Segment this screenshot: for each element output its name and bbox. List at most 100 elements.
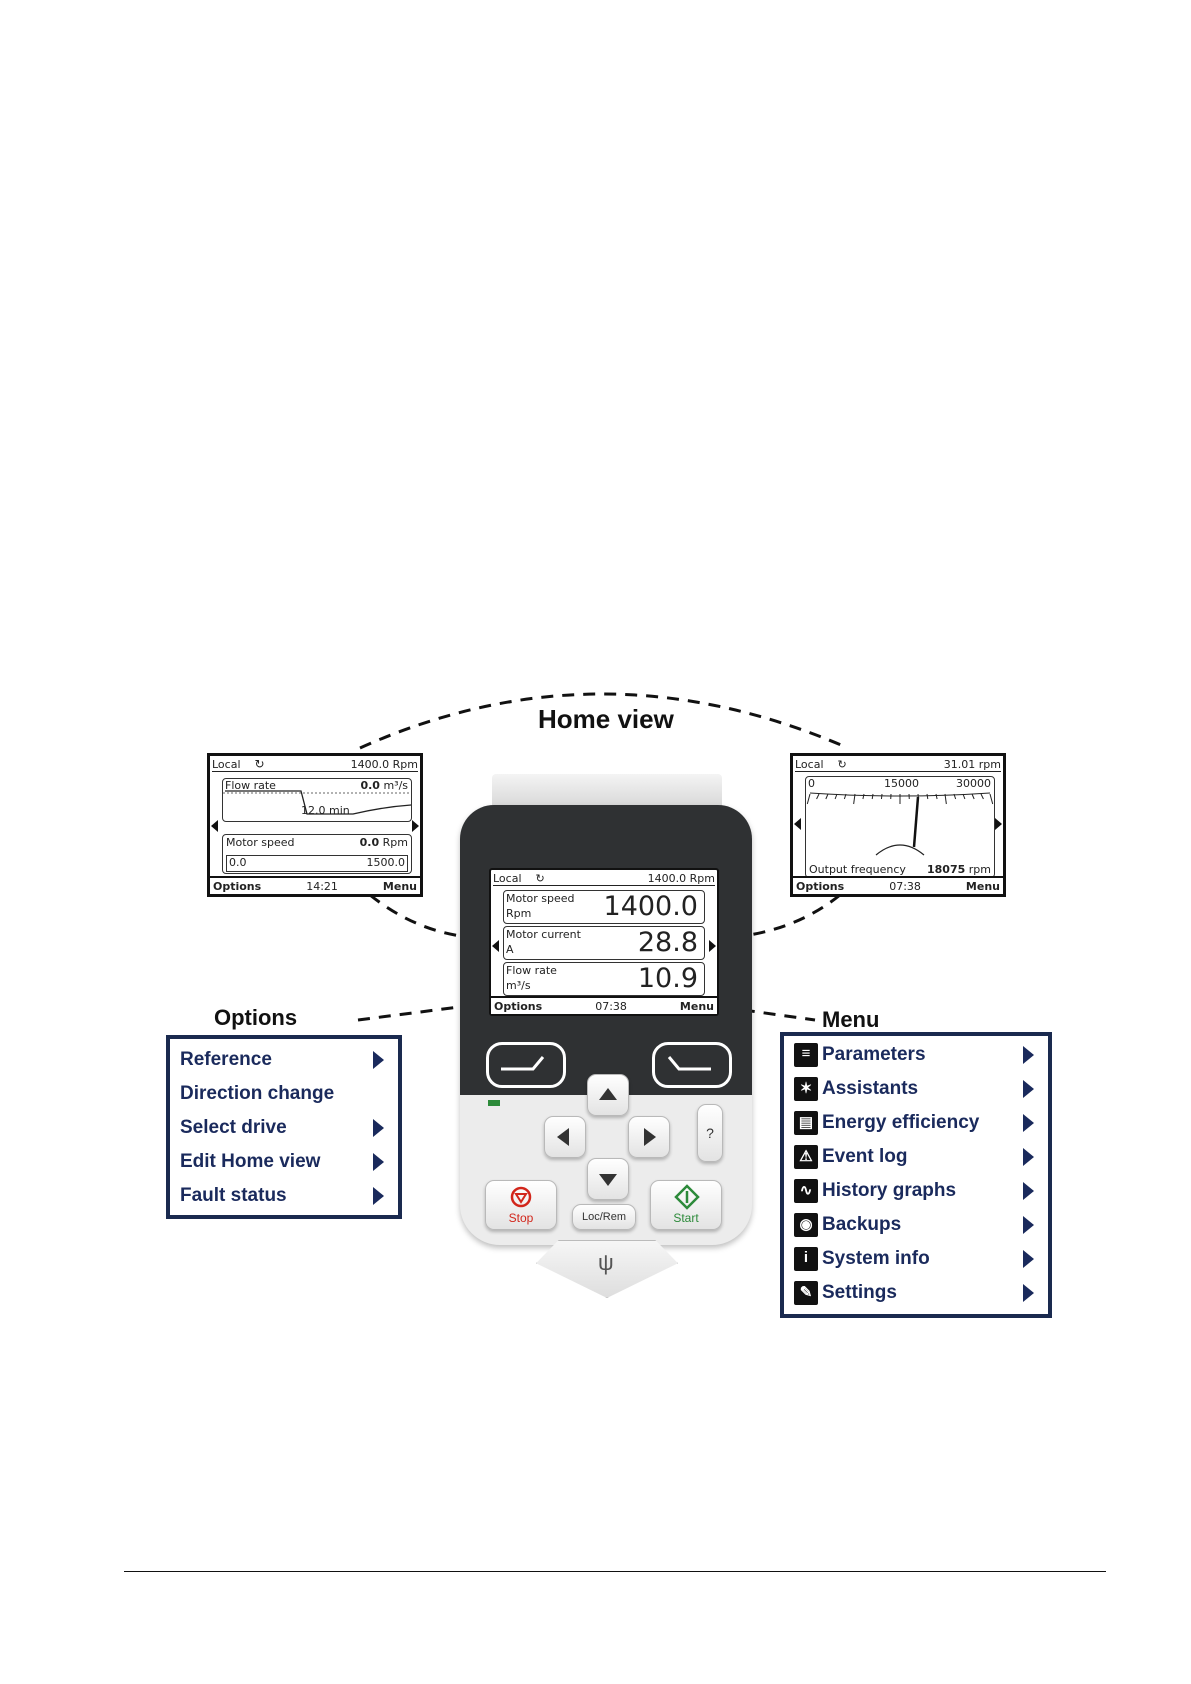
clock: 14:21 — [306, 879, 338, 893]
softkey-options[interactable]: Options — [213, 879, 262, 893]
scroll-right-icon[interactable] — [412, 820, 419, 832]
gauge-needle — [912, 796, 920, 848]
stop-label: Stop — [508, 1211, 534, 1225]
arrow-down-icon — [599, 1174, 617, 1186]
menu-item[interactable]: ▤Energy efficiency — [794, 1108, 1038, 1138]
right-arrow-button[interactable] — [628, 1116, 670, 1158]
menu-item[interactable]: ⚠Event log — [794, 1142, 1038, 1172]
home-view-screen-left: Local ↻ 1400.0 Rpm Flow rate 0.0 m³/s 12… — [207, 753, 423, 897]
tile-name: Motor speed — [506, 892, 575, 905]
trend-unit: m³/s — [383, 779, 408, 792]
options-item-label: Fault status — [180, 1185, 287, 1206]
rotation-icon: ↻ — [837, 757, 847, 771]
softkey-bar: Options 07:38 Menu — [491, 996, 717, 1014]
submenu-arrow-icon — [1023, 1182, 1034, 1200]
trend-readout: 0.0 m³/s — [360, 779, 408, 792]
mode-label: Local — [493, 871, 522, 885]
options-item-label: Select drive — [180, 1117, 287, 1138]
menu-item-label: History graphs — [822, 1180, 957, 1201]
rotation-icon: ↻ — [535, 871, 545, 885]
gauge-tick — [880, 793, 883, 800]
gauge-value: 18075 — [926, 863, 966, 876]
gauge-tick — [944, 793, 947, 805]
help-button[interactable]: ? — [697, 1104, 723, 1162]
submenu-arrow-icon — [1023, 1216, 1034, 1234]
loc-rem-button[interactable]: Loc/Rem — [572, 1204, 636, 1230]
trend-span: 12.0 min — [301, 804, 350, 817]
bar-max: 1500.0 — [366, 856, 406, 869]
usb-icon: ψ — [598, 1250, 614, 1275]
menu-item[interactable]: ≡Parameters — [794, 1040, 1038, 1070]
status-value: 1400.0 Rpm — [647, 871, 715, 885]
bar-gauge: 0.0 1500.0 — [226, 855, 408, 872]
menu-item-label: Backups — [822, 1214, 902, 1235]
down-arrow-button[interactable] — [587, 1158, 629, 1200]
softkey-options[interactable]: Options — [796, 879, 845, 893]
options-item-label: Edit Home view — [180, 1151, 321, 1172]
footer-rule — [124, 1571, 1106, 1572]
gauge-tick — [935, 793, 938, 800]
start-button[interactable]: Start — [650, 1180, 722, 1230]
gauge-tick — [862, 793, 865, 800]
gauge-tick — [953, 793, 957, 800]
gauge-tick — [980, 793, 984, 800]
rotation-icon: ↻ — [254, 757, 265, 771]
start-label: Start — [673, 1211, 699, 1225]
left-softkey-button[interactable] — [486, 1042, 566, 1088]
scroll-left-icon[interactable] — [492, 940, 499, 952]
menu-item[interactable]: ✎Settings — [794, 1278, 1038, 1308]
tile-value: 28.8 — [637, 927, 698, 958]
clock: 07:38 — [595, 999, 627, 1013]
options-item[interactable]: Fault status — [180, 1181, 388, 1211]
gauge-readout: 18075 rpm — [927, 863, 991, 876]
gauge-tile[interactable]: 0 15000 30000 Output frequency 18075 rpm — [805, 776, 995, 878]
bar-tile[interactable]: Motor speed 0.0 Rpm 0.0 1500.0 — [222, 834, 412, 874]
options-item[interactable]: Reference — [180, 1045, 388, 1075]
softkey-menu[interactable]: Menu — [382, 879, 417, 893]
scroll-right-icon[interactable] — [995, 818, 1002, 830]
scroll-left-icon[interactable] — [794, 818, 801, 830]
assistants-icon: ✶ — [794, 1077, 818, 1101]
bar-value: 0.0 — [359, 836, 380, 849]
menu-item[interactable]: ∿History graphs — [794, 1176, 1038, 1206]
gauge-tick — [971, 793, 975, 800]
up-arrow-button[interactable] — [587, 1074, 629, 1116]
right-softkey-button[interactable] — [652, 1042, 732, 1088]
arrow-left-icon — [557, 1128, 569, 1146]
status-value: 1400.0 Rpm — [350, 757, 418, 771]
gauge-tick — [853, 793, 856, 805]
softkey-options[interactable]: Options — [494, 999, 543, 1013]
left-arrow-button[interactable] — [544, 1116, 586, 1158]
system-info-icon: i — [794, 1247, 818, 1271]
mode-label: Local — [795, 757, 824, 771]
trend-tile[interactable]: Flow rate 0.0 m³/s 12.0 min — [222, 778, 412, 822]
menu-item[interactable]: ◉Backups — [794, 1210, 1038, 1240]
menu-item-label: Assistants — [822, 1078, 919, 1099]
options-item[interactable]: Edit Home view — [180, 1147, 388, 1177]
submenu-arrow-icon — [373, 1187, 384, 1205]
menu-item[interactable]: ✶Assistants — [794, 1074, 1038, 1104]
options-item[interactable]: Select drive — [180, 1113, 388, 1143]
submenu-arrow-icon — [1023, 1284, 1034, 1302]
scale-min: 0 — [808, 777, 815, 790]
trend-value: 0.0 — [360, 779, 380, 792]
bar-unit: Rpm — [382, 836, 408, 849]
arrow-up-icon — [599, 1088, 617, 1100]
scroll-left-icon[interactable] — [211, 820, 218, 832]
status-led — [488, 1100, 500, 1106]
softkey-menu[interactable]: Menu — [679, 999, 714, 1013]
softkey-menu[interactable]: Menu — [965, 879, 1000, 893]
options-item-label: Direction change — [180, 1083, 335, 1104]
bar-min: 0.0 — [229, 856, 247, 869]
status-bar: Local ↻ 31.01 rpm — [795, 757, 1001, 772]
options-item[interactable]: Direction change — [180, 1079, 388, 1109]
stop-button[interactable]: Stop — [485, 1180, 557, 1230]
gauge-dial — [806, 792, 994, 856]
settings-icon: ✎ — [794, 1281, 818, 1305]
scroll-right-icon[interactable] — [709, 940, 716, 952]
